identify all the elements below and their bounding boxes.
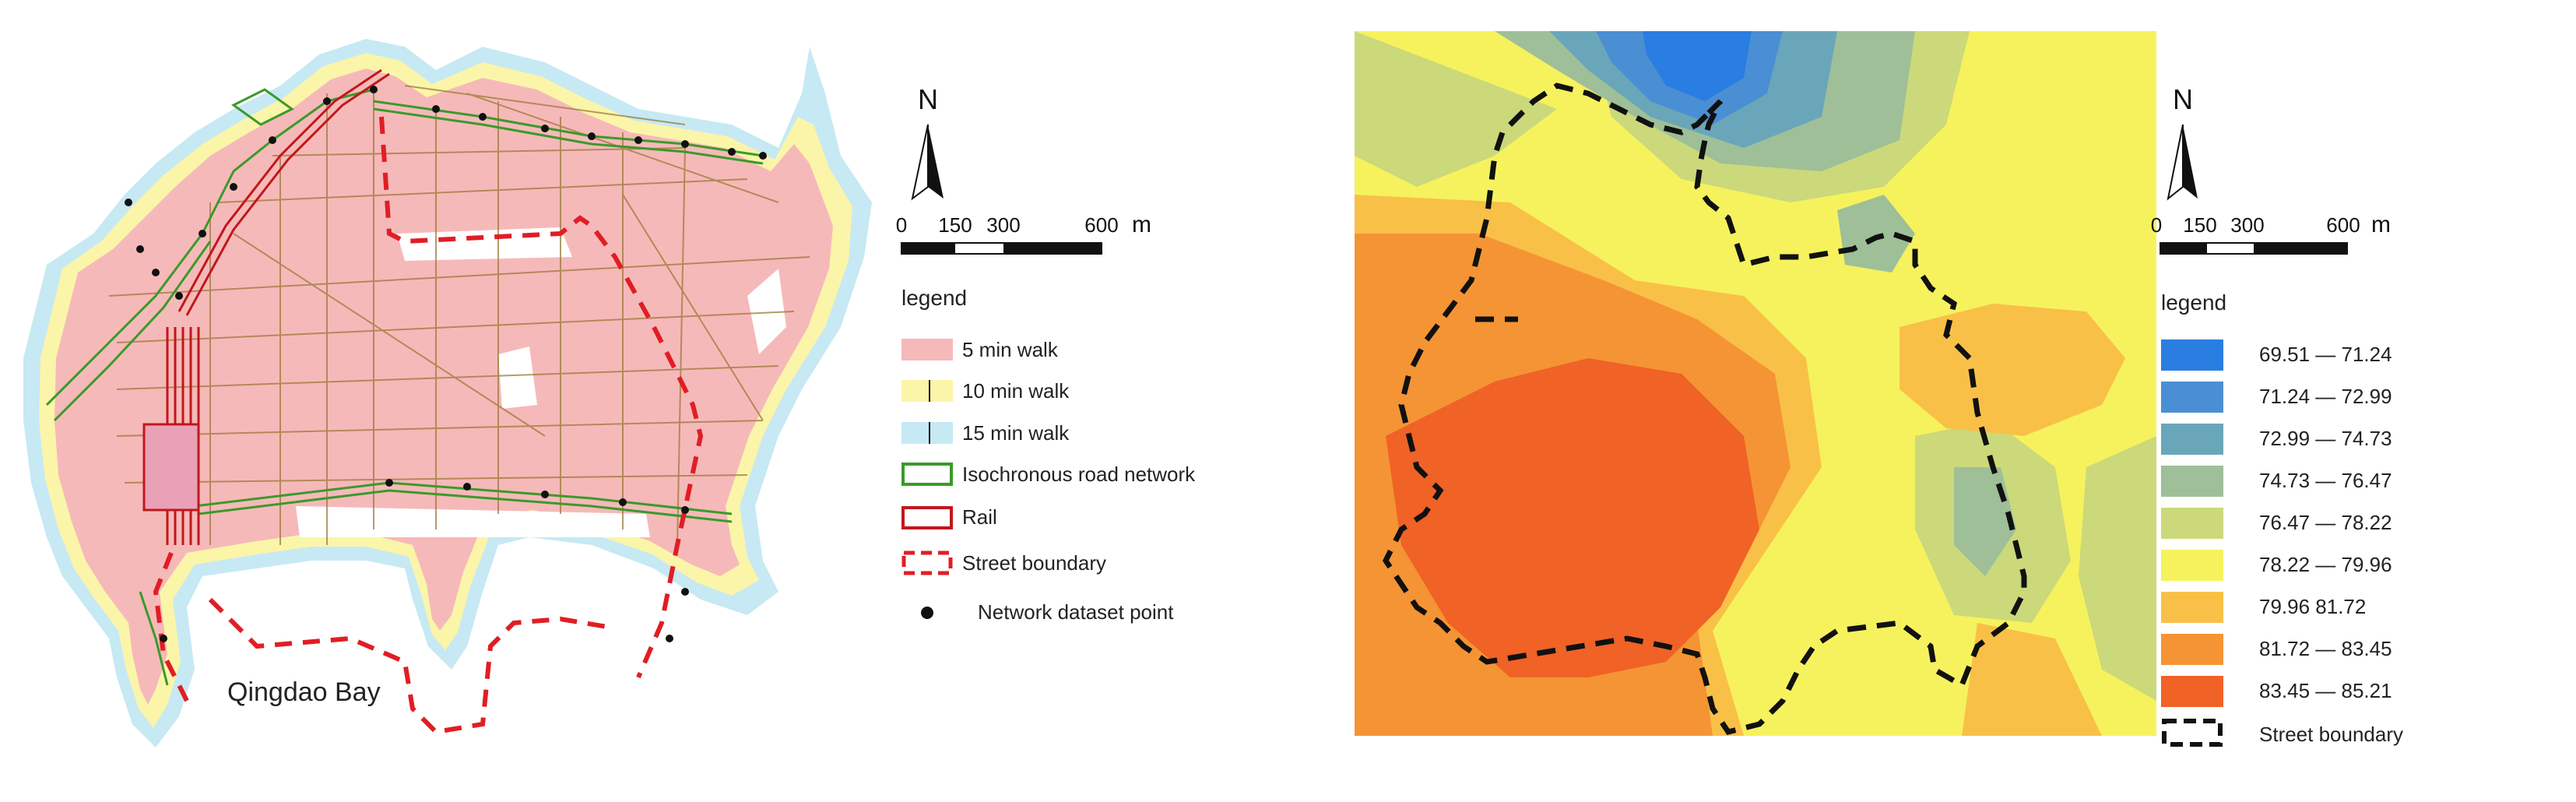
legend-swatch-class-3: [2161, 424, 2223, 455]
legend-swatch-10min: [901, 380, 953, 402]
svg-text:81.72 — 83.45: 81.72 — 83.45: [2259, 637, 2392, 660]
isochronous-roads: [45, 88, 764, 686]
left-legend-title: legend: [901, 286, 967, 310]
white-patch: [747, 269, 786, 354]
interpolation-surface: [1355, 31, 2156, 736]
svg-text:m: m: [1132, 212, 1151, 237]
street-boundary-left: [153, 116, 704, 735]
left-map-panel: Qingdao Bay N 0 150 300 600 m legend 5 m…: [23, 39, 1196, 747]
legend-swatch-class-9: [2161, 676, 2223, 707]
right-map-panel: N 0 150 300 600 m legend 69.51 — 71.24 7…: [1355, 31, 2403, 747]
north-label: N: [2173, 83, 2193, 115]
svg-text:15 min walk: 15 min walk: [962, 421, 1070, 445]
legend-swatch-street-boundary: [901, 550, 953, 575]
north-label: N: [918, 83, 938, 115]
legend-swatch-isochronous: [901, 463, 953, 486]
svg-text:78.22 — 79.96: 78.22 — 79.96: [2259, 553, 2392, 576]
svg-text:Rail: Rail: [962, 505, 997, 529]
svg-text:72.99 — 74.73: 72.99 — 74.73: [2259, 427, 2392, 450]
svg-text:300: 300: [986, 213, 1020, 237]
legend-swatch-class-2: [2161, 382, 2223, 413]
svg-text:74.73 — 76.47: 74.73 — 76.47: [2259, 469, 2392, 492]
svg-text:m: m: [2371, 212, 2391, 237]
white-patch: [296, 506, 650, 537]
svg-text:10 min walk: 10 min walk: [962, 379, 1070, 403]
svg-text:150: 150: [938, 213, 972, 237]
svg-text:83.45 — 85.21: 83.45 — 85.21: [2259, 679, 2392, 702]
legend-swatch-class-4: [2161, 466, 2223, 497]
station-block: [142, 423, 200, 512]
left-north-arrow: N: [911, 83, 944, 201]
legend-swatch-class-8: [2161, 634, 2223, 665]
network-dataset-points: [125, 86, 767, 642]
left-legend: 5 min walk 10 min walk 15 min walk Isoch…: [901, 338, 1196, 624]
right-north-arrow: N: [2167, 83, 2198, 201]
svg-text:79.96 81.72: 79.96 81.72: [2259, 595, 2366, 618]
svg-text:5 min walk: 5 min walk: [962, 338, 1059, 361]
bay-label: Qingdao Bay: [227, 677, 381, 707]
svg-text:Network dataset point: Network dataset point: [978, 600, 1174, 624]
svg-text:Street boundary: Street boundary: [2259, 723, 2403, 746]
white-patch: [498, 346, 537, 409]
legend-swatch-class-5: [2161, 508, 2223, 539]
svg-text:0: 0: [2151, 213, 2162, 237]
left-scale-bar: 0 150 300 600 m: [896, 212, 1151, 255]
legend-swatch-rail: [901, 506, 953, 529]
svg-text:71.24 — 72.99: 71.24 — 72.99: [2259, 385, 2392, 408]
svg-text:600: 600: [1084, 213, 1118, 237]
svg-text:150: 150: [2183, 213, 2216, 237]
legend-swatch-street-boundary: [2162, 719, 2223, 747]
svg-text:600: 600: [2326, 213, 2360, 237]
right-legend: 69.51 — 71.24 71.24 — 72.99 72.99 — 74.7…: [2161, 339, 2403, 747]
right-legend-title: legend: [2161, 290, 2226, 315]
legend-swatch-15min: [901, 422, 953, 444]
legend-swatch-class-6: [2161, 550, 2223, 581]
legend-swatch-5min: [901, 339, 953, 361]
street-boundary-right: [1382, 83, 2027, 735]
svg-text:Isochronous road network: Isochronous road network: [962, 463, 1196, 486]
legend-swatch-class-7: [2161, 592, 2223, 623]
zone-5min: [54, 69, 833, 705]
svg-text:76.47 — 78.22: 76.47 — 78.22: [2259, 511, 2392, 534]
legend-swatch-class-1: [2161, 339, 2223, 371]
right-scale-bar: 0 150 300 600 m: [2151, 212, 2391, 255]
svg-text:Street boundary: Street boundary: [962, 551, 1106, 575]
svg-text:69.51 — 71.24: 69.51 — 71.24: [2259, 343, 2392, 366]
svg-text:300: 300: [2230, 213, 2264, 237]
legend-swatch-network-point: [921, 607, 933, 619]
svg-text:0: 0: [896, 213, 907, 237]
street-grid: [108, 85, 810, 546]
